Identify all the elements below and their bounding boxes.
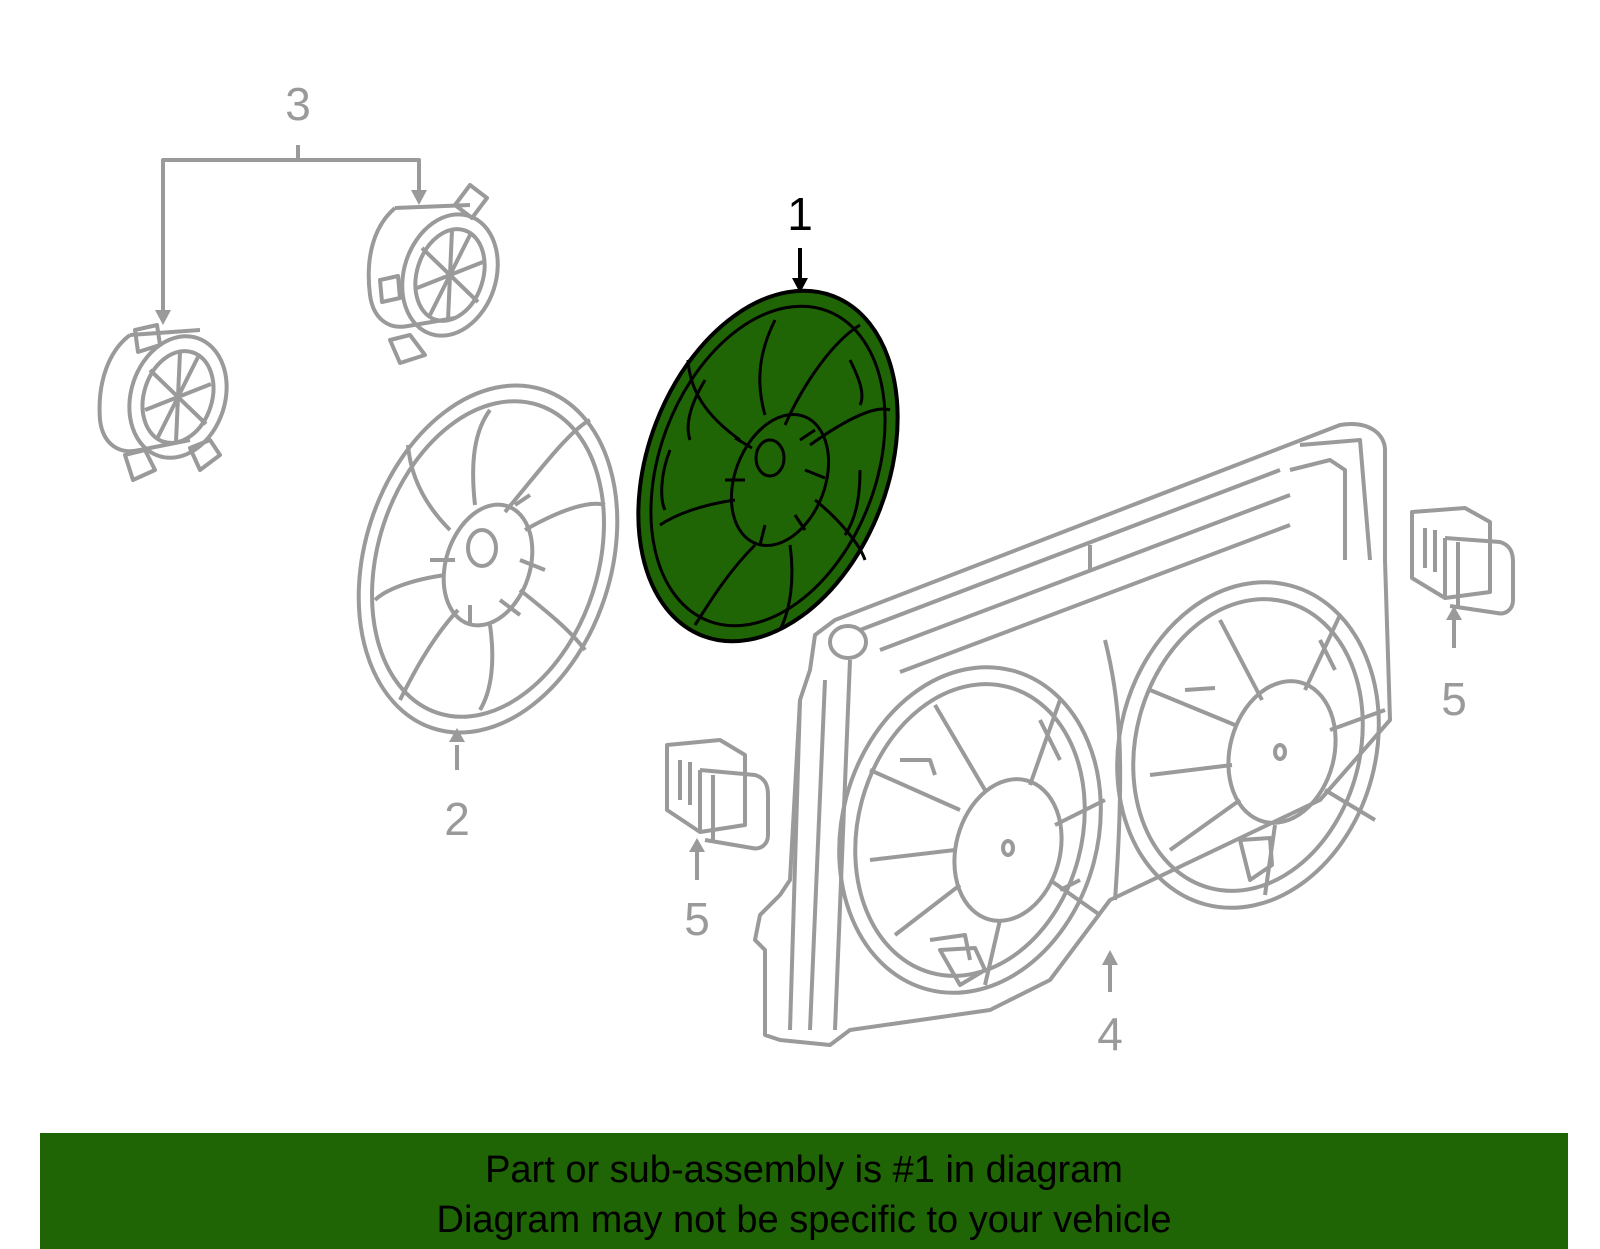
callout-2-arrow xyxy=(449,728,465,770)
callout-5-left-arrow xyxy=(689,838,705,880)
fan-blade-1[interactable] xyxy=(591,253,946,679)
fan-blade-2[interactable] xyxy=(316,352,660,767)
callout-5-right[interactable]: 5 xyxy=(1441,673,1467,725)
callout-5-left[interactable]: 5 xyxy=(684,893,710,945)
motor-group-3[interactable] xyxy=(97,145,513,482)
motor-left xyxy=(97,323,229,482)
callout-2[interactable]: 2 xyxy=(444,793,470,845)
banner-line-2: Diagram may not be specific to your vehi… xyxy=(436,1199,1172,1241)
callout-1[interactable]: 1 xyxy=(787,188,813,240)
connector-5-left[interactable] xyxy=(665,738,770,851)
info-banner: Part or sub-assembly is #1 in diagram Di… xyxy=(40,1133,1568,1249)
callout-3-bracket xyxy=(161,158,421,318)
connector-5-right[interactable] xyxy=(1410,506,1515,616)
callout-4[interactable]: 4 xyxy=(1097,1008,1123,1060)
banner-line-1: Part or sub-assembly is #1 in diagram xyxy=(485,1149,1123,1191)
motor-right xyxy=(366,183,500,365)
fan-shroud-4[interactable] xyxy=(753,422,1414,1047)
callout-1-arrow xyxy=(792,248,808,293)
callout-4-arrow xyxy=(1102,950,1118,992)
callout-3[interactable]: 3 xyxy=(285,78,311,130)
callout-5-right-arrow xyxy=(1446,606,1462,648)
